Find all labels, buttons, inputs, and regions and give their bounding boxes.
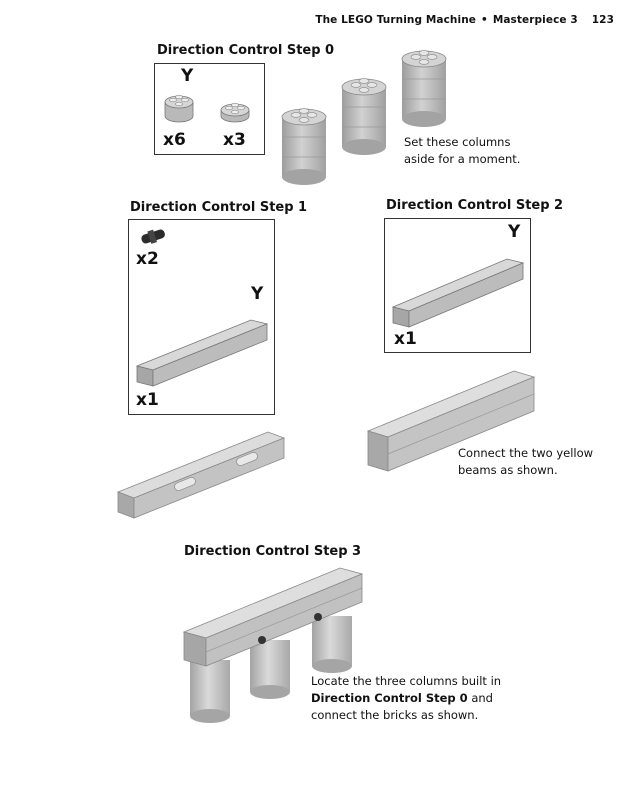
technic-beam-icon <box>135 319 269 387</box>
step-1-parts-box: x2 Y x1 <box>128 219 275 415</box>
step-3-assembly-art <box>182 567 364 723</box>
beam-pin-icon <box>236 452 258 466</box>
step-2-parts-art <box>391 258 525 328</box>
column-icon <box>190 660 230 723</box>
step-2-caption-line1: Connect the two yellow <box>458 446 594 460</box>
step-3-title: Direction Control Step 3 <box>184 544 362 559</box>
column-icon <box>341 78 387 155</box>
step-2-color-code: Y <box>508 222 521 242</box>
round-brick-icon <box>164 94 194 123</box>
step-2-title: Direction Control Step 2 <box>386 198 564 213</box>
step-1-title: Direction Control Step 1 <box>130 200 308 215</box>
step-1-color-code: Y <box>251 284 264 304</box>
technic-beam-icon <box>391 258 525 328</box>
step-0-columns-art <box>281 50 447 185</box>
step-0-caption-line1: Set these columns <box>404 135 511 149</box>
step-1-assembly-art <box>116 431 286 519</box>
column-icon <box>312 616 352 673</box>
step-3-caption-line1: Locate the three columns built in <box>311 674 502 688</box>
technic-pin-icon <box>141 229 165 244</box>
step-0-title: Direction Control Step 0 <box>157 43 335 58</box>
header-separator: • <box>481 14 488 26</box>
step-1-qty-pin: x2 <box>136 249 159 269</box>
step-3-caption: Locate the three columns built in Direct… <box>311 673 501 724</box>
page-number: 123 <box>591 14 614 26</box>
step-0-caption-line2: aside for a moment. <box>404 152 521 166</box>
column-icon <box>250 640 290 699</box>
black-pin-icon <box>258 636 266 644</box>
step-0-parts-art <box>164 94 250 123</box>
step-2-qty-beam: x1 <box>394 329 417 349</box>
column-icon <box>281 108 327 185</box>
round-plate-icon <box>220 102 250 123</box>
step-2-caption-line2: beams as shown. <box>458 463 558 477</box>
step-0-qty-round-brick: x6 <box>163 130 186 150</box>
header-chapter: The LEGO Turning Machine <box>315 14 477 26</box>
step-3-caption-bold-ref: Direction Control Step 0 <box>311 691 468 705</box>
step-2-assembly-art <box>366 370 536 472</box>
step-0-qty-round-plate: x3 <box>223 130 246 150</box>
page-header: The LEGO Turning Machine • Masterpiece 3 12… <box>315 14 614 26</box>
step-1-qty-beam: x1 <box>136 390 159 410</box>
header-section: Masterpiece 3 <box>492 14 578 26</box>
step-0-caption: Set these columns aside for a moment. <box>404 134 520 168</box>
beam-pin-icon <box>174 477 196 491</box>
step-1-parts-art <box>135 229 269 387</box>
step-2-caption: Connect the two yellow beams as shown. <box>458 445 593 479</box>
column-icon <box>401 50 447 127</box>
step-2-parts-box: Y x1 <box>384 218 531 353</box>
step-0-parts-box: Y x6 x3 <box>154 63 265 155</box>
step-0-color-code: Y <box>181 66 194 86</box>
black-pin-icon <box>314 613 322 621</box>
step-3-caption-line3: connect the bricks as shown. <box>311 708 479 722</box>
step-3-caption-line2-rest: and <box>467 691 493 705</box>
step-3-caption-line2: Direction Control Step 0 and <box>311 690 501 707</box>
